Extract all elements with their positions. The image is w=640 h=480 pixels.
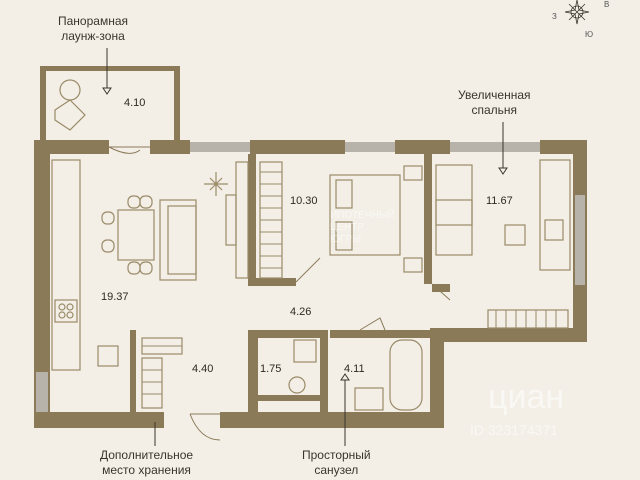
windows	[36, 142, 585, 412]
watermark-brand: циан	[488, 378, 565, 416]
wardrobe-hatching	[142, 171, 557, 395]
compass-west: З	[552, 12, 557, 21]
area-bedroom-right: 11.67	[486, 195, 513, 207]
callout-storage-text: Дополнительное место хранения	[100, 448, 194, 477]
area-toilet: 1.75	[260, 363, 281, 375]
area-bath: 4.11	[344, 363, 365, 375]
compass-north: В	[604, 0, 610, 9]
callout-bathroom: Просторный санузел	[302, 448, 371, 478]
callout-bedroom-text: Увеличенная спальня	[458, 88, 531, 117]
callout-bedroom: Увеличенная спальня	[458, 88, 531, 118]
watermark-id: ID 323174371	[470, 422, 558, 438]
walls	[34, 66, 587, 428]
doors	[108, 146, 451, 441]
area-hall: 4.26	[290, 306, 311, 318]
compass-south: Ю	[585, 30, 594, 39]
area-bedroom-center: 10.30	[290, 195, 318, 207]
area-lounge: 4.10	[124, 97, 145, 109]
callout-lines	[102, 48, 508, 446]
compass-icon	[564, 0, 590, 25]
area-storage: 4.40	[192, 363, 213, 375]
callout-lounge-text: Панорамная лаунж-зона	[58, 14, 128, 43]
callout-bathroom-text: Просторный санузел	[302, 448, 371, 477]
watermark-center: ИПОТЕЧНЫЙ ЦЕНТР ЮГРЫ	[330, 210, 395, 245]
area-living: 19.37	[101, 291, 129, 303]
furniture	[51, 79, 571, 411]
callout-lounge: Панорамная лаунж-зона	[58, 14, 128, 44]
area-labels: 4.10 10.30 11.67 19.37 4.26 4.40 1.75 4.…	[101, 97, 513, 375]
callout-storage: Дополнительное место хранения	[100, 448, 193, 478]
